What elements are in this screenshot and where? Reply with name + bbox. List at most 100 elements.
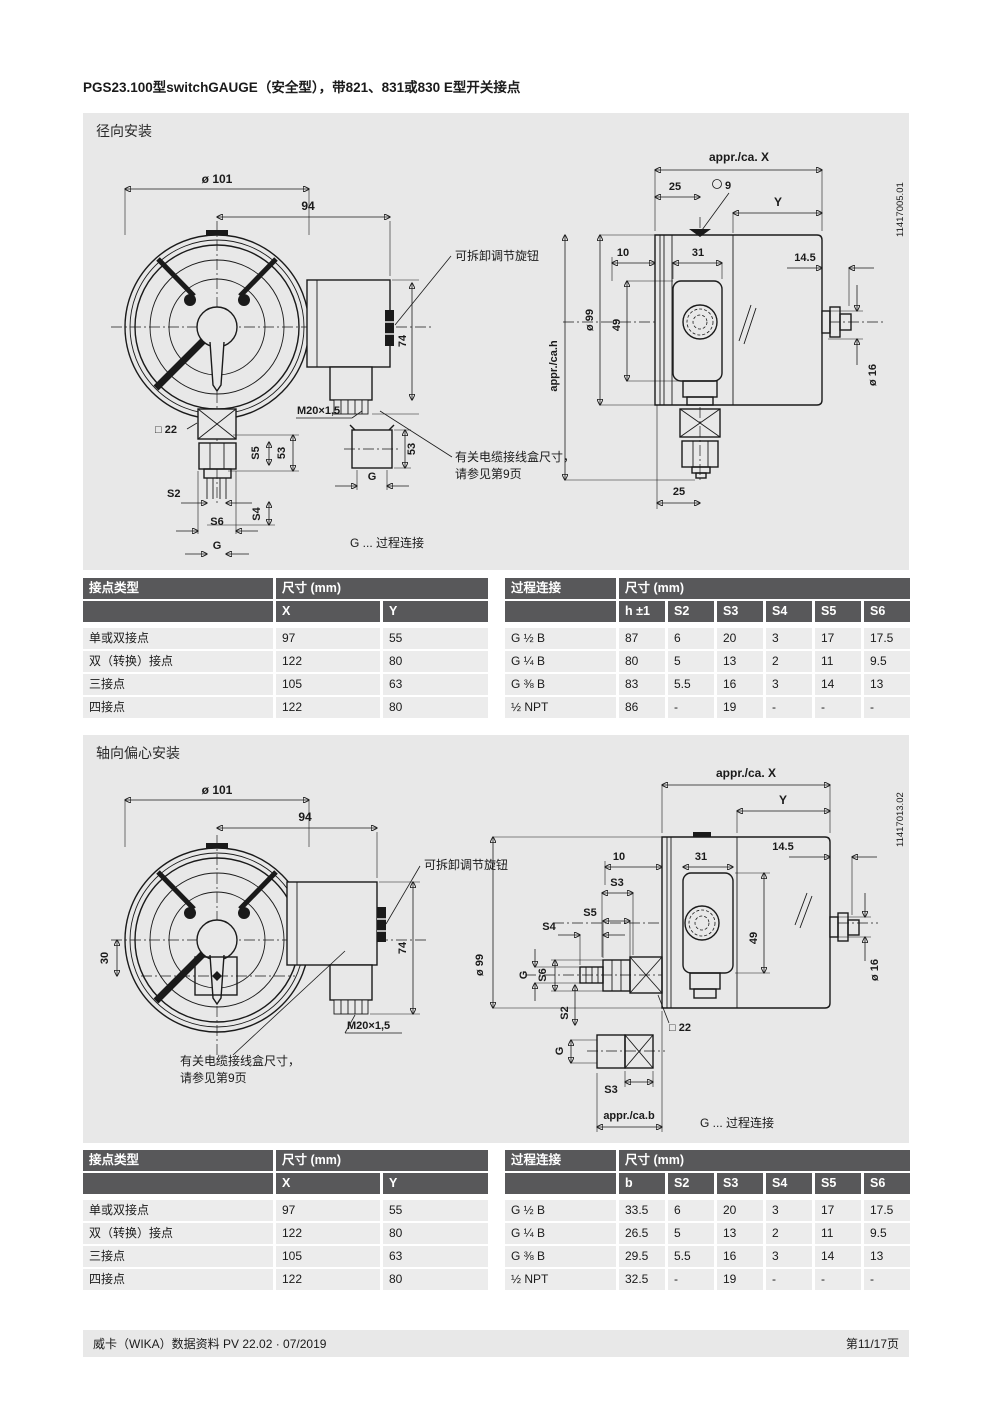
dim-appr-x: appr./ca. X <box>709 150 769 164</box>
cell: - <box>766 697 812 718</box>
cell: - <box>668 1269 714 1290</box>
th-blank <box>83 601 273 622</box>
knob-note: 可拆卸调节旋钮 <box>455 248 539 263</box>
dim-dia16: ø 16 <box>867 364 879 386</box>
dim-10: 10 <box>613 851 625 863</box>
cell: 单或双接点 <box>83 628 273 649</box>
cell: 3 <box>766 628 812 649</box>
cell: 6 <box>668 1200 714 1221</box>
cell: 17.5 <box>864 628 910 649</box>
th-s3: S3 <box>717 601 763 622</box>
dim-appr-b: appr./ca.b <box>603 1110 655 1122</box>
dim-74: 74 <box>397 334 409 347</box>
th-x: X <box>276 601 380 622</box>
radial-drawing: ø 101 94 74 可拆卸调节旋钮 M20×1,5 □ 22 S2 S6 G… <box>111 150 906 570</box>
cell: G ½ B <box>505 1200 616 1221</box>
dim-s2: S2 <box>559 1006 571 1019</box>
cell: 55 <box>383 628 488 649</box>
dim-m20: M20×1,5 <box>297 405 340 417</box>
th-x: X <box>276 1173 380 1194</box>
th-s2: S2 <box>668 1173 714 1194</box>
th-b: b <box>619 1173 665 1194</box>
dim-g1: G <box>518 971 530 980</box>
cable-note-line1: 有关电缆接线盒尺寸， <box>455 449 575 464</box>
cell: 9.5 <box>864 1223 910 1244</box>
cell: G ½ B <box>505 628 616 649</box>
dim-31: 31 <box>695 851 707 863</box>
cell: 63 <box>383 1246 488 1267</box>
row-gap <box>83 624 488 626</box>
cell: 105 <box>276 1246 380 1267</box>
dim-30: 30 <box>99 952 111 964</box>
cell: 80 <box>619 651 665 672</box>
cell: 17 <box>815 628 861 649</box>
dim-31: 31 <box>692 247 704 259</box>
cell: - <box>815 1269 861 1290</box>
cell: 122 <box>276 1269 380 1290</box>
dim-appr-h: appr./ca.h <box>548 340 560 392</box>
cell: 80 <box>383 697 488 718</box>
page-title: PGS23.100型switchGAUGE（安全型），带821、831或830 … <box>83 80 521 95</box>
cell: G ¼ B <box>505 1223 616 1244</box>
g-note: G ... 过程连接 <box>700 1115 774 1130</box>
cell: 3 <box>766 1200 812 1221</box>
dim-s3a: S3 <box>610 877 623 889</box>
dim-25-top: 25 <box>669 181 681 193</box>
dim-dia101: ø 101 <box>202 172 233 186</box>
dim-hole9: 9 <box>725 180 731 192</box>
radial-mounting-panel: ø 101 94 74 可拆卸调节旋钮 M20×1,5 □ 22 S2 S6 G… <box>83 113 909 570</box>
cell: - <box>668 697 714 718</box>
cell: 122 <box>276 651 380 672</box>
th-dims: 尺寸 (mm) <box>619 1150 910 1171</box>
electrical-connector <box>684 905 720 941</box>
cell: 122 <box>276 1223 380 1244</box>
cell: 14 <box>815 1246 861 1267</box>
cable-gland <box>333 399 369 415</box>
cell: 三接点 <box>83 1246 273 1267</box>
dim-s2: S2 <box>167 488 180 500</box>
dim-94: 94 <box>301 199 315 213</box>
cell: 17.5 <box>864 1200 910 1221</box>
th-process-conn: 过程连接 <box>505 578 616 599</box>
th-s6: S6 <box>864 601 910 622</box>
cell: 87 <box>619 628 665 649</box>
cell: 13 <box>717 651 763 672</box>
cell: 80 <box>383 651 488 672</box>
front-dimensions: ø 101 94 74 可拆卸调节旋钮 M20×1,5 □ 22 S2 S6 G… <box>125 172 575 554</box>
cell: 11 <box>815 651 861 672</box>
dim-s6: S6 <box>210 516 223 528</box>
cell: 2 <box>766 651 812 672</box>
cell: 四接点 <box>83 697 273 718</box>
cell: 5.5 <box>668 674 714 695</box>
cell: 20 <box>717 1200 763 1221</box>
cell: 单或双接点 <box>83 1200 273 1221</box>
process-connection-stem-side <box>679 408 721 479</box>
footer-page-number: 第11/17页 <box>845 1337 899 1351</box>
dim-g: G <box>213 540 222 552</box>
connector-plate <box>682 872 734 974</box>
th-s6: S6 <box>864 1173 910 1194</box>
cell: 16 <box>717 674 763 695</box>
cell: 63 <box>383 674 488 695</box>
cell: 3 <box>766 1246 812 1267</box>
gauge-front-view <box>111 221 433 505</box>
cable-box-detail <box>344 424 400 469</box>
dim-49: 49 <box>748 932 760 944</box>
dim-dia99: ø 99 <box>474 954 486 976</box>
cell: 双（转换）接点 <box>83 651 273 672</box>
footer-document-info: 威卡（WIKA）数据资料 PV 22.02 · 07/2019 <box>93 1337 327 1351</box>
dim-s4: S4 <box>542 921 556 933</box>
th-contact-type: 接点类型 <box>83 578 273 599</box>
th-blank <box>505 1173 616 1194</box>
cell: ½ NPT <box>505 697 616 718</box>
drawing-number: 11417013.02 <box>895 792 906 847</box>
dim-s5: S5 <box>583 907 596 919</box>
cell: G ⅜ B <box>505 674 616 695</box>
top-tab <box>206 230 228 235</box>
adjustment-knob <box>377 907 386 942</box>
dim-dia99: ø 99 <box>584 309 596 331</box>
cell: 122 <box>276 697 380 718</box>
